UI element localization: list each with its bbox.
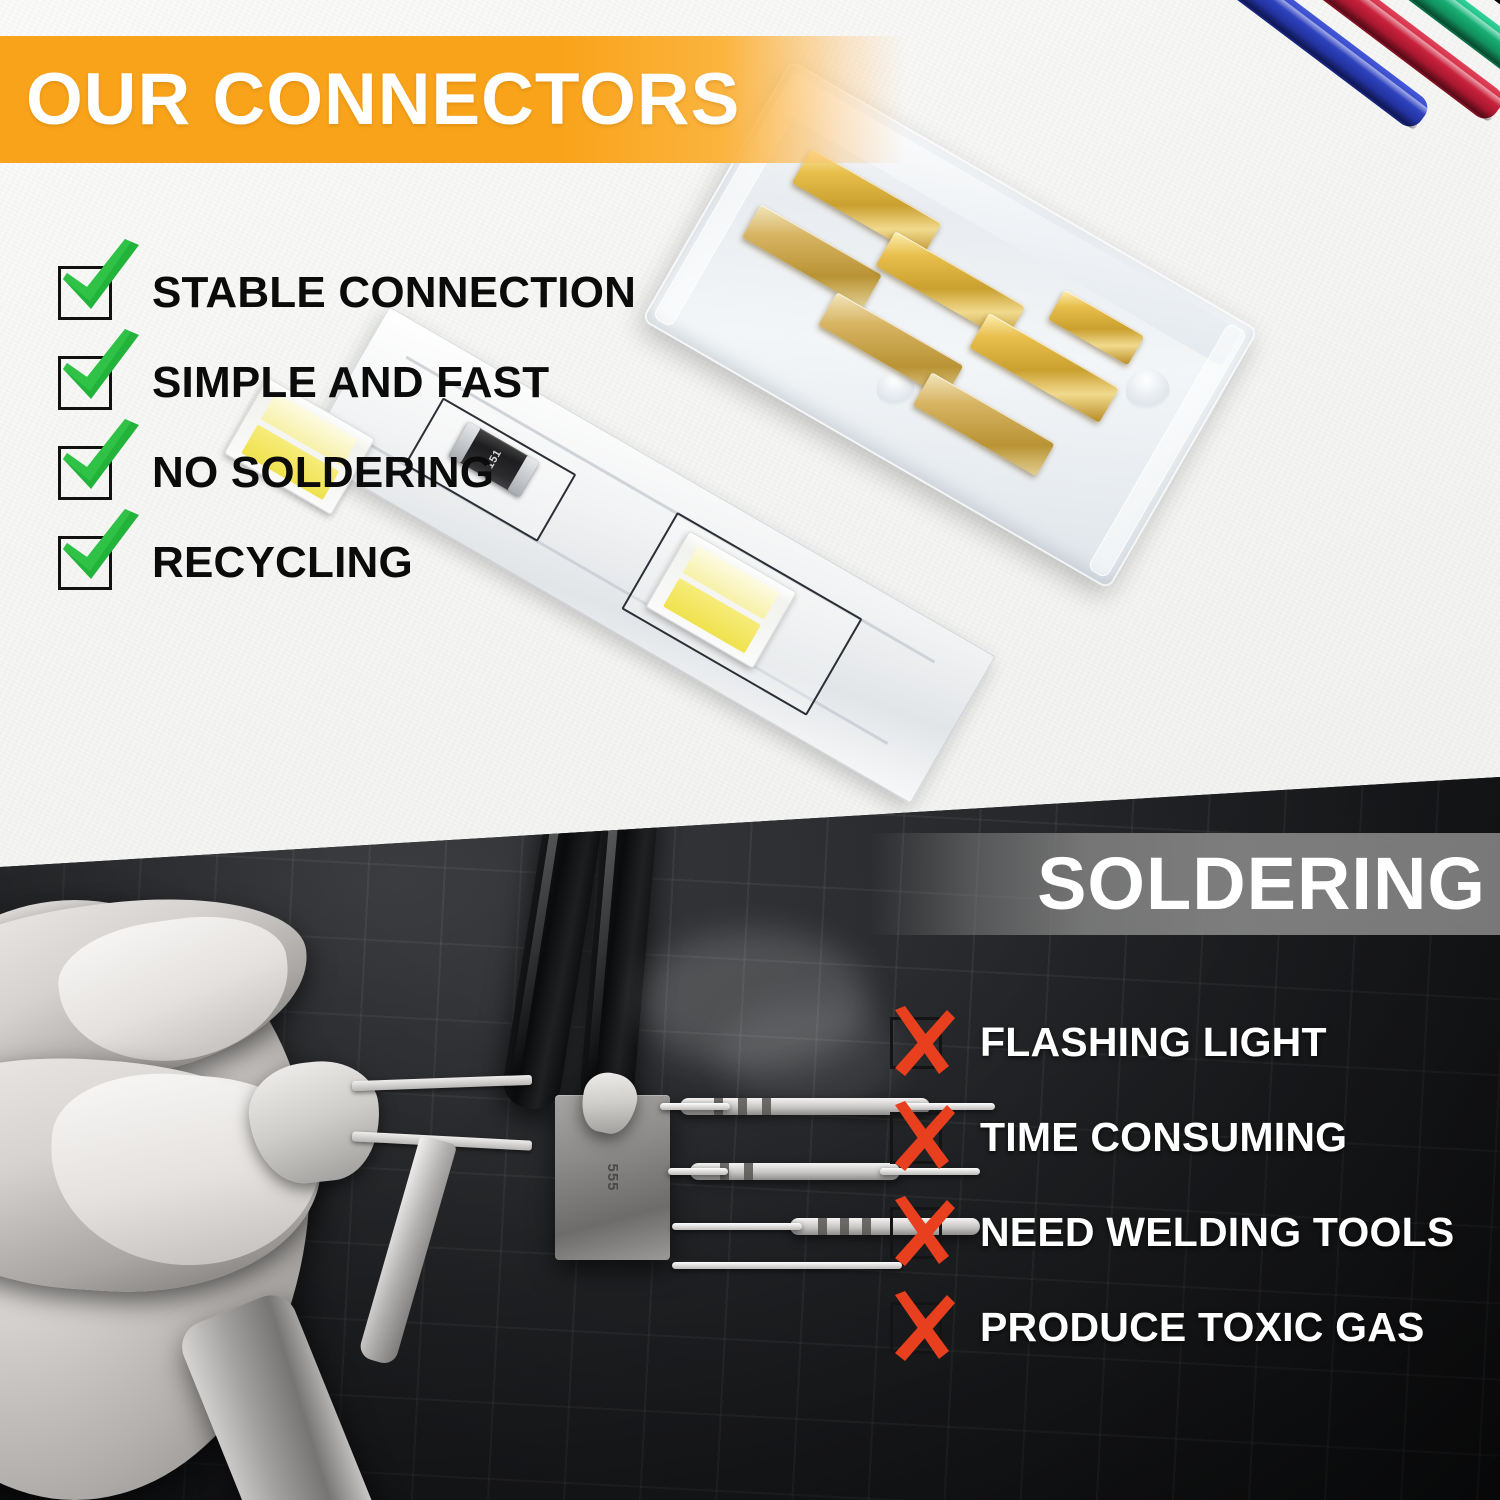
red-x-icon bbox=[895, 1100, 955, 1171]
soldering-iron-handle bbox=[174, 1287, 384, 1500]
checkbox-outline[interactable] bbox=[890, 1195, 955, 1266]
green-check-icon bbox=[63, 329, 139, 399]
component-lead bbox=[672, 1262, 902, 1269]
checkbox-outline[interactable] bbox=[58, 509, 139, 590]
list-item-label: RECYCLING bbox=[152, 538, 413, 587]
list-item-label: PRODUCE TOXIC GAS bbox=[980, 1304, 1425, 1350]
green-check-icon bbox=[63, 509, 139, 579]
green-check-icon bbox=[63, 239, 139, 309]
solder-smoke bbox=[640, 930, 870, 1070]
disadvantages-list: FLASHING LIGHT TIME CONSUMING bbox=[890, 995, 1490, 1375]
checkbox-outline[interactable] bbox=[890, 1100, 955, 1171]
list-item-label: TIME CONSUMING bbox=[980, 1114, 1348, 1160]
list-item-label: NEED WELDING TOOLS bbox=[980, 1209, 1455, 1255]
component-lead bbox=[880, 1168, 980, 1175]
component-lead bbox=[672, 1223, 802, 1230]
red-x-icon bbox=[895, 1290, 955, 1361]
our-connectors-banner: OUR CONNECTORS bbox=[0, 36, 905, 163]
list-item-label: SIMPLE AND FAST bbox=[152, 358, 550, 407]
checkbox-outline[interactable] bbox=[890, 1290, 955, 1361]
red-x-icon bbox=[895, 1195, 955, 1266]
section-title: SOLDERING bbox=[1037, 842, 1486, 925]
list-item: PRODUCE TOXIC GAS bbox=[890, 1280, 1490, 1375]
list-item: RECYCLING bbox=[58, 509, 698, 608]
checkbox-outline[interactable] bbox=[890, 1005, 955, 1076]
red-x-icon bbox=[895, 1005, 955, 1076]
list-item: FLASHING LIGHT bbox=[890, 995, 1490, 1090]
advantages-list: STABLE CONNECTION SIMPLE AND FAST bbox=[58, 239, 698, 608]
solder-smoke bbox=[720, 1000, 900, 1110]
list-item: NO SOLDERING bbox=[58, 419, 698, 518]
list-item-label: NO SOLDERING bbox=[152, 448, 495, 497]
our-connectors-section: 151 bbox=[0, 0, 1500, 900]
soldering-iron-tip bbox=[357, 1134, 458, 1367]
checkbox-outline[interactable] bbox=[58, 329, 139, 410]
soldering-banner: SOLDERING bbox=[870, 833, 1500, 935]
page-title: OUR CONNECTORS bbox=[26, 59, 741, 140]
list-item: TIME CONSUMING bbox=[890, 1090, 1490, 1185]
component-lead bbox=[660, 1103, 730, 1110]
list-item: STABLE CONNECTION bbox=[58, 239, 698, 338]
list-item: NEED WELDING TOOLS bbox=[890, 1185, 1490, 1280]
checkbox-outline[interactable] bbox=[58, 239, 139, 320]
list-item-label: STABLE CONNECTION bbox=[152, 268, 637, 317]
ic-marking: 555 bbox=[604, 1163, 621, 1192]
list-item-label: FLASHING LIGHT bbox=[980, 1019, 1327, 1065]
checkbox-outline[interactable] bbox=[58, 419, 139, 500]
green-check-icon bbox=[63, 419, 139, 489]
list-item: SIMPLE AND FAST bbox=[58, 329, 698, 428]
component-lead bbox=[668, 1168, 728, 1175]
